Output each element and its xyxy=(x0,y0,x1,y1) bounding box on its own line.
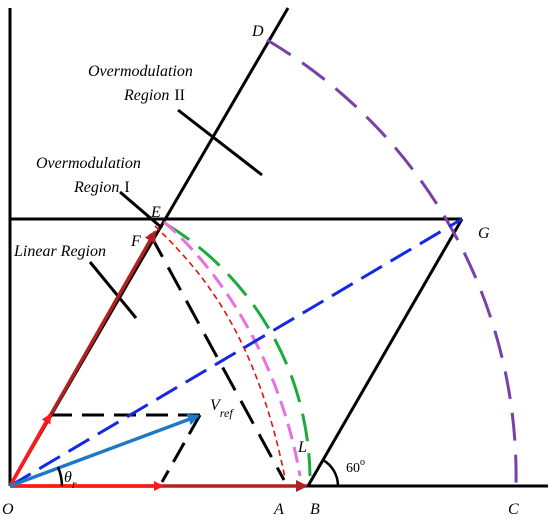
region-2-line2: Region II xyxy=(123,87,185,104)
pointer-region-1 xyxy=(119,190,163,230)
line-b-to-g xyxy=(306,218,464,487)
label-o: O xyxy=(2,501,14,518)
theta-main: θ xyxy=(64,469,72,486)
vector-ref xyxy=(9,413,200,488)
vref-main: V xyxy=(210,397,222,414)
vref-label: Vref xyxy=(210,397,234,420)
label-l: L xyxy=(297,439,307,456)
region-1-line1: Overmodulation xyxy=(36,155,141,172)
region-2-word: Region xyxy=(123,87,169,104)
pointer-linear xyxy=(88,261,138,319)
purple-arc xyxy=(266,38,518,487)
label-c: C xyxy=(508,501,519,518)
theta-sub: r xyxy=(72,477,77,491)
pink-dashed-curve xyxy=(163,220,302,477)
region-1-word: Region xyxy=(73,179,119,196)
pointer-region-2 xyxy=(177,108,263,177)
black-dash-side xyxy=(160,414,202,483)
region-1-line2: Region I xyxy=(73,179,130,196)
label-g: G xyxy=(478,225,490,242)
sixty-value: 60 xyxy=(346,461,360,476)
label-e: E xyxy=(150,204,161,221)
label-b: B xyxy=(310,501,320,518)
sixty-unit: o xyxy=(360,457,365,468)
region-1-numeral: I xyxy=(124,179,129,196)
black-dash-e-to-a xyxy=(148,233,286,481)
label-a: A xyxy=(273,501,284,518)
sixty-label: 60o xyxy=(346,457,365,476)
sixty-degree-arc xyxy=(322,458,340,487)
red-dashed-curve xyxy=(154,225,286,479)
linear-region-label: Linear Region xyxy=(13,243,106,260)
green-arc xyxy=(165,222,312,477)
label-d: D xyxy=(251,23,264,40)
vref-sub: ref xyxy=(220,406,235,420)
theta-arc xyxy=(56,466,64,487)
theta-label: θr xyxy=(64,469,77,491)
vector-o-to-mid-diag xyxy=(8,413,52,487)
region-2-line1: Overmodulation xyxy=(88,63,193,80)
region-2-numeral: II xyxy=(174,87,185,104)
label-f: F xyxy=(130,233,141,250)
blue-dash-o-to-g xyxy=(9,217,463,488)
